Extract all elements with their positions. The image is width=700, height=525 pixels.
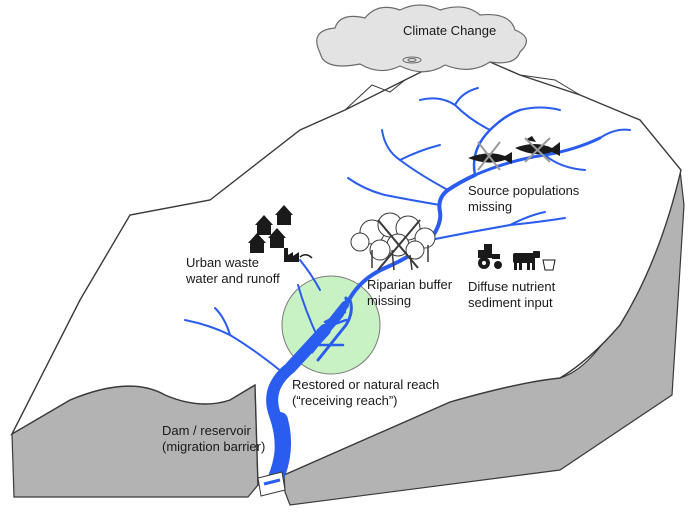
diffuse-nutrient-label-line2: sediment input (468, 295, 553, 310)
cow-icon (513, 251, 556, 271)
dam-reservoir-label-line2: (migration barrier) (162, 439, 266, 454)
climate-change-label: Climate Change (403, 23, 497, 38)
tree-cluster-crossed-icon (350, 212, 436, 271)
fish-crossed-icon (468, 136, 560, 171)
source-populations-label-line2: missing (468, 199, 513, 214)
house-icon (248, 205, 293, 253)
urban-waste-label: Urban waste (186, 255, 259, 270)
riparian-buffer-label: Riparian buffer (367, 277, 453, 292)
dam-reservoir-label: Dam / reservoir (162, 423, 251, 438)
tornado-icon (402, 56, 422, 64)
dam-icon (257, 471, 286, 497)
tractor-icon (478, 244, 502, 269)
restored-reach-label-line2: (“receiving reach”) (292, 393, 398, 408)
cloud-icon (316, 4, 527, 73)
factory-icon (284, 248, 313, 262)
river-network (184, 87, 631, 488)
riparian-buffer-label-line2: missing (367, 293, 412, 308)
restored-reach-label: Restored or natural reach (292, 377, 440, 392)
diffuse-nutrient-label: Diffuse nutrient (468, 279, 556, 294)
urban-waste-label-line2: water and runoff (186, 271, 280, 286)
source-populations-label: Source populations (468, 183, 580, 198)
